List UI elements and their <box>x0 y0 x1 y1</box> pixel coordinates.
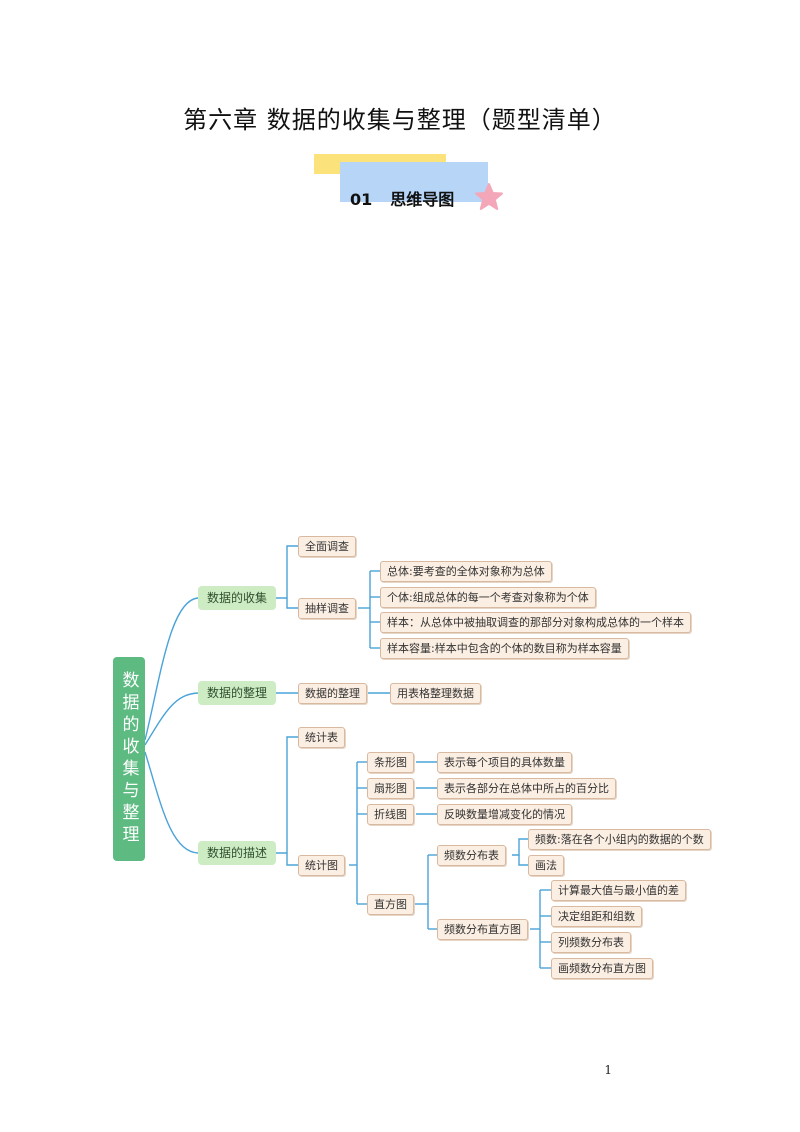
section-label: 思维导图 <box>390 190 455 209</box>
banner-blue-bar <box>340 162 488 202</box>
node-stat-chart: 统计图 <box>298 855 345 876</box>
node-census: 全面调查 <box>298 536 356 557</box>
node-table-organize: 用表格整理数据 <box>390 683 481 704</box>
node-pie-chart: 扇形图 <box>367 778 414 799</box>
node-histogram: 直方图 <box>367 894 414 915</box>
star-icon <box>475 183 503 210</box>
node-range-step: 计算最大值与最小值的差 <box>551 880 686 901</box>
node-stat-table: 统计表 <box>298 727 345 748</box>
node-frequency-def: 频数:落在各个小组内的数据的个数 <box>528 829 711 850</box>
node-draw-step: 画频数分布直方图 <box>551 958 653 979</box>
node-table-step: 列频数分布表 <box>551 932 631 953</box>
section-heading: 01 思维导图 <box>350 186 454 210</box>
node-freq-table: 频数分布表 <box>437 845 506 866</box>
branch-data-description: 数据的描述 <box>198 841 276 865</box>
node-sampling: 抽样调查 <box>298 598 356 619</box>
page-number: 1 <box>604 1063 612 1077</box>
node-individual: 个体:组成总体的每一个考查对象称为个体 <box>380 587 596 608</box>
page-title: 第六章 数据的收集与整理（题型清单） <box>183 106 617 134</box>
node-line-desc: 反映数量增减变化的情况 <box>437 804 572 825</box>
node-sample-size: 样本容量:样本中包含的个体的数目称为样本容量 <box>380 638 629 659</box>
node-freq-histogram: 频数分布直方图 <box>437 919 528 940</box>
branch-data-collection: 数据的收集 <box>198 586 276 610</box>
node-sample: 样本：从总体中被抽取调查的那部分对象构成总体的一个样本 <box>380 612 691 633</box>
node-line-chart: 折线图 <box>367 804 414 825</box>
node-organize: 数据的整理 <box>298 683 367 704</box>
branch-data-organizing: 数据的整理 <box>198 681 276 705</box>
section-number: 01 <box>350 190 373 209</box>
node-bar-desc: 表示每个项目的具体数量 <box>437 752 572 773</box>
node-population: 总体:要考查的全体对象称为总体 <box>380 561 552 582</box>
mindmap-root: 数据的收集与整理 <box>113 657 145 861</box>
node-drawing-method: 画法 <box>528 855 564 876</box>
node-pie-desc: 表示各部分在总体中所占的百分比 <box>437 778 616 799</box>
node-bar-chart: 条形图 <box>367 752 414 773</box>
node-class-step: 决定组距和组数 <box>551 906 642 927</box>
